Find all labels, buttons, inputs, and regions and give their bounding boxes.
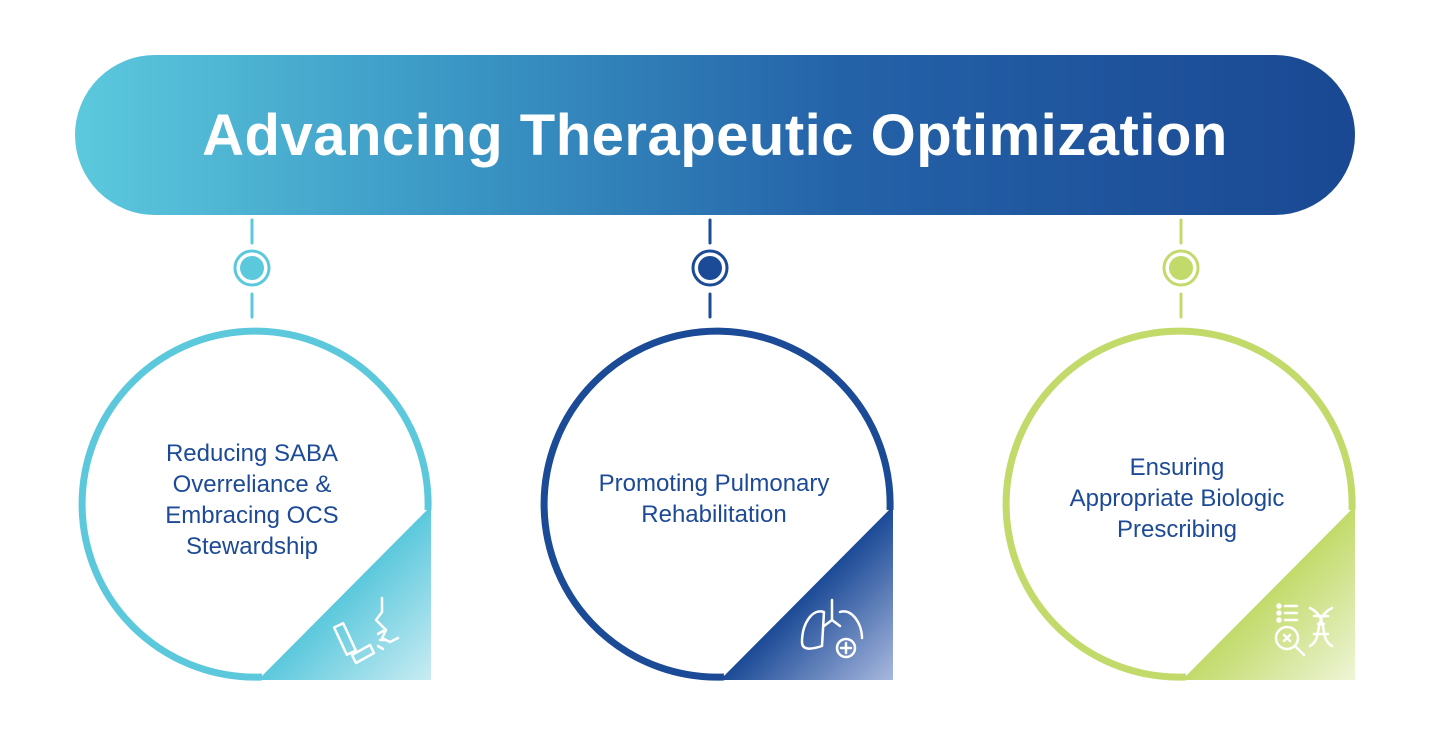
label-line: Ensuring bbox=[1129, 454, 1225, 481]
label-line: Promoting Pulmonary bbox=[598, 470, 830, 497]
label-line: Appropriate Biologic bbox=[1069, 485, 1285, 512]
diagram-title: Advancing Therapeutic Optimization bbox=[202, 102, 1228, 168]
pillar-label-pulmonary-rehab: Promoting Pulmonary Rehabilitation bbox=[564, 468, 864, 530]
label-line: Embracing OCS bbox=[165, 502, 339, 529]
pillar-biologic-prescribing bbox=[1002, 218, 1356, 681]
pillar-label-saba-ocs: Reducing SABA Overreliance & Embracing O… bbox=[102, 438, 402, 562]
connector-node bbox=[691, 249, 729, 287]
connector-node bbox=[233, 249, 271, 287]
label-line: Stewardship bbox=[185, 533, 319, 560]
label-line: Reducing SABA bbox=[165, 440, 339, 467]
pillar-label-biologic-prescribing: Ensuring Appropriate Biologic Prescribin… bbox=[1027, 452, 1327, 545]
label-line: Rehabilitation bbox=[641, 501, 787, 528]
dna-search-icon bbox=[1274, 603, 1334, 657]
pillar-pulmonary-rehab bbox=[540, 218, 894, 681]
title-banner: Advancing Therapeutic Optimization bbox=[75, 55, 1355, 215]
label-line: Overreliance & bbox=[172, 471, 332, 498]
connector-node bbox=[1162, 249, 1200, 287]
label-line: Prescribing bbox=[1116, 516, 1238, 543]
pillar-saba-ocs bbox=[78, 218, 432, 681]
inhaler-icon bbox=[332, 596, 400, 665]
lungs-plus-icon bbox=[800, 598, 864, 659]
